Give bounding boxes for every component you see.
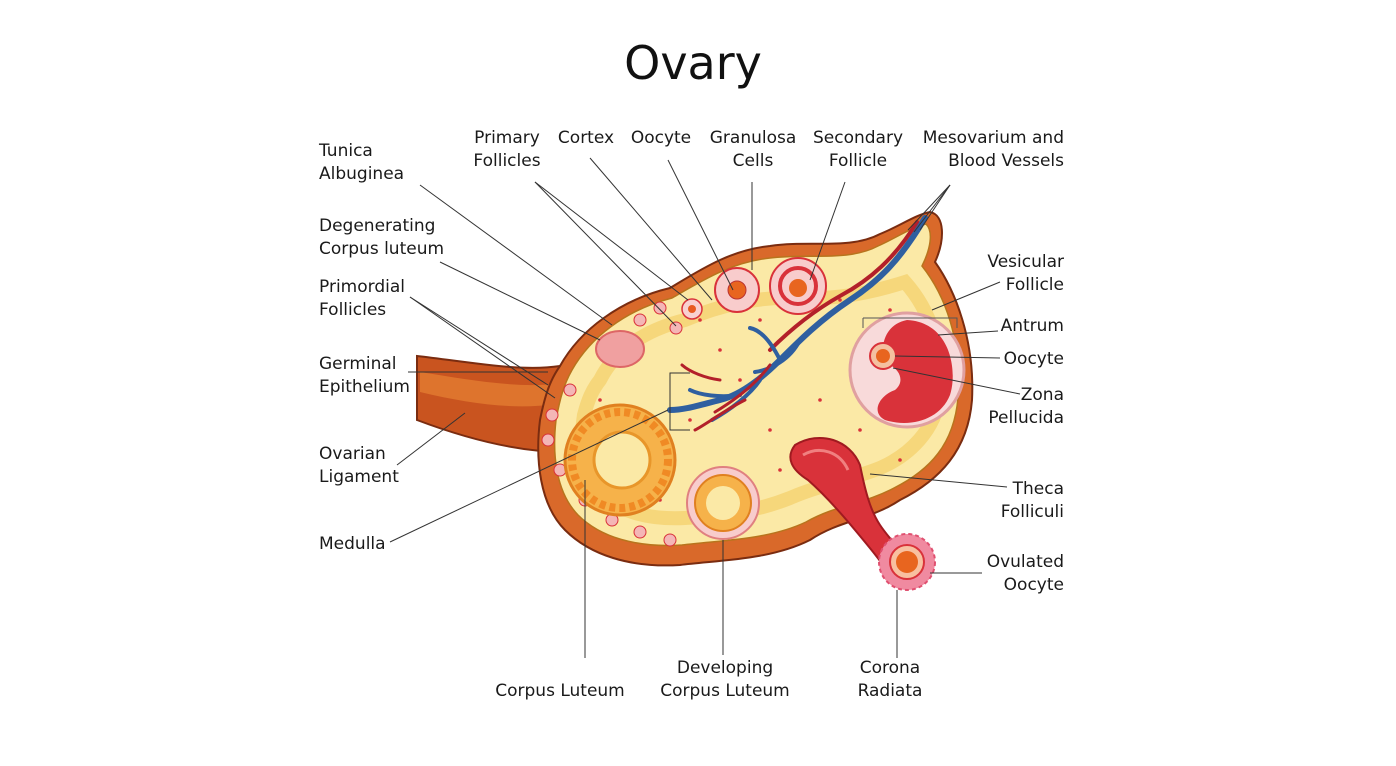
label-line: Primary xyxy=(474,128,540,148)
label-line: Corona xyxy=(859,658,921,678)
label-line: Corpus luteum xyxy=(319,239,445,259)
label-line: Corpus Luteum xyxy=(660,681,790,701)
label-ovarian-ligament: Ovarian Ligament xyxy=(319,443,399,489)
label-tunica-albuginea: Tunica Albuginea xyxy=(319,140,404,186)
label-corona-radiata: Corona Radiata xyxy=(845,657,935,703)
label-line: Cortex xyxy=(557,128,615,148)
label-line: Theca xyxy=(1012,479,1064,499)
ovarian-ligament-highlight xyxy=(420,372,556,407)
label-germinal-epithelium: Germinal Epithelium xyxy=(319,353,410,399)
label-line: Germinal xyxy=(319,354,397,374)
label-line: Radiata xyxy=(857,681,923,701)
label-line: Primordial xyxy=(319,277,405,297)
label-line: Vesicular xyxy=(987,252,1064,272)
label-developing-corpus-luteum: Developing Corpus Luteum xyxy=(655,657,795,703)
label-line: Tunica xyxy=(319,141,373,161)
label-line: Blood Vessels xyxy=(948,151,1064,171)
degenerating-corpus-luteum-shape xyxy=(595,330,645,368)
label-theca-folliculi: Theca Folliculi xyxy=(964,478,1064,524)
label-line: Epithelium xyxy=(319,377,410,397)
label-line: Ligament xyxy=(319,467,399,487)
label-zona-pellucida: Zona Pellucida xyxy=(964,384,1064,430)
ovulated-oocyte-shape xyxy=(896,551,918,573)
label-line: Medulla xyxy=(319,534,386,554)
label-line: Granulosa xyxy=(709,128,797,148)
label-antrum: Antrum xyxy=(964,315,1064,338)
label-line: Oocyte xyxy=(1003,349,1064,369)
label-medulla: Medulla xyxy=(319,533,386,556)
label-line: Developing xyxy=(676,658,774,678)
blood-vessels xyxy=(667,215,928,432)
label-line: Corpus Luteum xyxy=(495,681,625,701)
label-line: Oocyte xyxy=(1003,575,1064,595)
leader-lines xyxy=(389,157,1021,658)
diagram-title: Ovary xyxy=(624,36,762,90)
label-line: Cells xyxy=(732,151,774,171)
label-line: Ovarian xyxy=(319,444,386,464)
label-corpus-luteum: Corpus Luteum xyxy=(490,680,630,703)
label-vesicular-follicle: Vesicular Follicle xyxy=(964,251,1064,297)
label-line: Follicles xyxy=(473,151,541,171)
label-ovulated-oocyte: Ovulated Oocyte xyxy=(964,551,1064,597)
label-cortex: Cortex xyxy=(552,127,620,150)
label-granulosa-cells: Granulosa Cells xyxy=(703,127,803,173)
label-line: Oocyte xyxy=(630,128,692,148)
label-line: Follicles xyxy=(319,300,387,320)
label-line: Follicle xyxy=(828,151,888,171)
label-line: Albuginea xyxy=(319,164,405,184)
label-line: Ovulated xyxy=(986,552,1064,572)
label-primordial-follicles: Primordial Follicles xyxy=(319,276,405,322)
label-degenerating-corpus-luteum: Degenerating Corpus luteum xyxy=(319,215,444,261)
label-line: Zona xyxy=(1020,385,1064,405)
label-line: Antrum xyxy=(1000,316,1064,336)
label-line: Degenerating xyxy=(319,216,436,236)
label-line: Follicle xyxy=(1005,275,1064,295)
label-line: Mesovarium and xyxy=(922,128,1064,148)
label-oocyte-top: Oocyte xyxy=(626,127,696,150)
label-line: Pellucida xyxy=(988,408,1064,428)
label-line: Folliculi xyxy=(1000,502,1064,522)
label-primary-follicles: Primary Follicles xyxy=(462,127,552,173)
label-oocyte-right: Oocyte xyxy=(964,348,1064,371)
label-line: Secondary xyxy=(812,128,904,148)
antrum-shape xyxy=(877,320,953,423)
label-mesovarium-blood-vessels: Mesovarium and Blood Vessels xyxy=(916,127,1064,173)
label-secondary-follicle: Secondary Follicle xyxy=(808,127,908,173)
